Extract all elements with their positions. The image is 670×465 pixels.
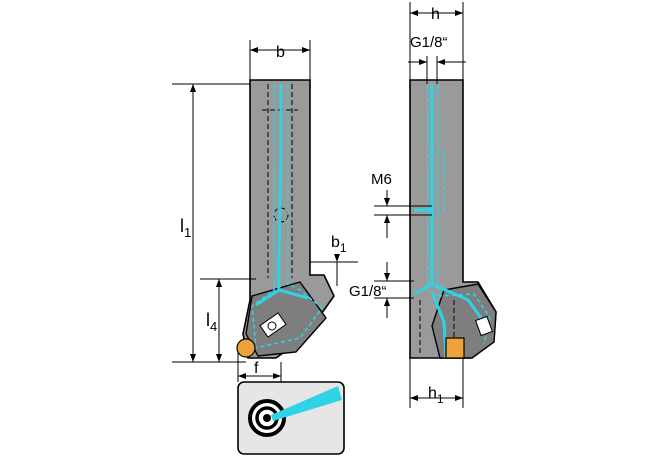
label-f: f bbox=[254, 360, 259, 377]
label-m6: M6 bbox=[371, 171, 392, 188]
dimension-g18-top: G1/8“ bbox=[408, 34, 466, 84]
dimension-f: f bbox=[237, 352, 282, 382]
front-view-head bbox=[245, 281, 327, 357]
dimension-l4: l4 bbox=[200, 278, 256, 362]
coolant-target-icon bbox=[237, 381, 345, 455]
label-g18-side: G1/8“ bbox=[349, 283, 387, 300]
label-l4: l4 bbox=[206, 310, 217, 334]
front-coolant-channel bbox=[255, 84, 309, 307]
dimension-h: h bbox=[409, 2, 464, 80]
dimension-m6: M6 bbox=[371, 171, 432, 238]
dimension-l1: l1 bbox=[172, 83, 250, 363]
label-h: h bbox=[431, 6, 440, 23]
dimension-b1: b1 bbox=[310, 234, 358, 286]
side-view bbox=[409, 79, 497, 359]
side-clamp bbox=[474, 315, 494, 337]
dimension-g18-side: G1/8“ bbox=[349, 262, 414, 318]
side-cutting-insert bbox=[445, 337, 465, 359]
front-coolant-channel-outline bbox=[251, 84, 324, 349]
label-b: b bbox=[276, 44, 285, 61]
label-b1: b1 bbox=[331, 234, 347, 255]
front-view bbox=[236, 79, 335, 359]
side-coolant-channel-outline bbox=[427, 84, 491, 345]
dimension-h1: h1 bbox=[409, 358, 464, 408]
screw-head bbox=[267, 321, 277, 331]
cutting-insert bbox=[236, 338, 256, 358]
label-l1: l1 bbox=[180, 216, 191, 240]
label-h1: h1 bbox=[428, 385, 444, 406]
dimension-b: b bbox=[249, 40, 311, 80]
side-coolant-channel bbox=[413, 84, 486, 359]
label-g18-top: G1/8“ bbox=[410, 34, 448, 51]
